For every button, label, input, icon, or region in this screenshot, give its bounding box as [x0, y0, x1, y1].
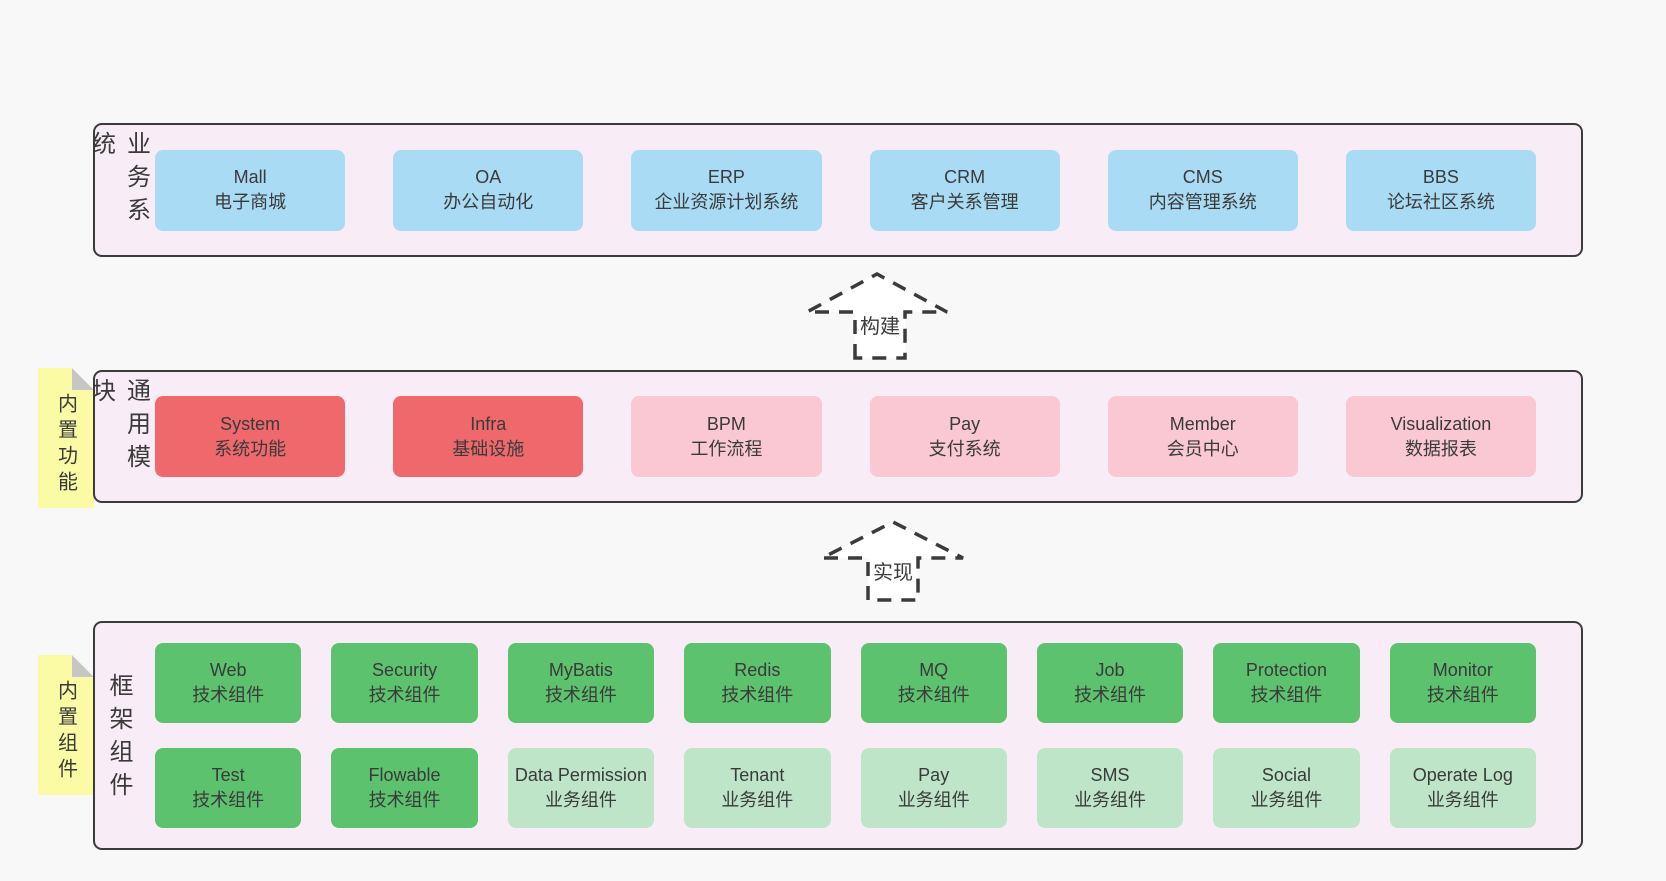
- note-built-in-components: 内置组件: [38, 655, 94, 795]
- box-social: Social 业务组件: [1213, 748, 1360, 828]
- business-systems-row: Mall 电子商城 OA 办公自动化 ERP 企业资源计划系统 CRM 客户关系…: [142, 125, 1581, 255]
- box-test: Test 技术组件: [155, 748, 302, 828]
- note-built-in-features-label: 内置功能: [54, 393, 77, 497]
- arrow-implement-label: 实现: [873, 562, 913, 584]
- arrow-implement: 实现: [817, 513, 968, 604]
- box-tenant: Tenant 业务组件: [684, 748, 831, 828]
- layer-business-systems-label: 业务系统: [87, 131, 150, 230]
- box-mybatis: MyBatis 技术组件: [507, 643, 655, 723]
- box-pay-module: Pay 支付系统: [869, 396, 1060, 477]
- block-arrow-up-icon: [821, 520, 964, 602]
- layer-common-modules: 通用模块 System 系统功能 Infra 基础设施 BPM 工作流程 Pay…: [87, 370, 1583, 503]
- note-built-in-components-label: 内置组件: [54, 680, 77, 784]
- box-sms: SMS 业务组件: [1036, 748, 1184, 828]
- box-infra: Infra 基础设施: [393, 396, 584, 477]
- framework-components-row-1: Web 技术组件 Security 技术组件 MyBatis 技术组件 Redi…: [142, 643, 1581, 723]
- box-job: Job 技术组件: [1036, 643, 1184, 723]
- box-oa: OA 办公自动化: [393, 149, 584, 231]
- box-operate-log: Operate Log 业务组件: [1389, 748, 1536, 828]
- box-mq: MQ 技术组件: [860, 643, 1007, 723]
- layer-framework-components: 框架组件 Web 技术组件 Security 技术组件 MyBatis 技术组件…: [93, 621, 1583, 850]
- box-system: System 系统功能: [155, 396, 346, 477]
- layer-business-systems: 业务系统 Mall 电子商城 OA 办公自动化 ERP 企业资源计划系统 CRM…: [87, 123, 1583, 257]
- box-web: Web 技术组件: [155, 643, 302, 723]
- box-pay-component: Pay 业务组件: [860, 748, 1007, 828]
- block-arrow-up-icon: [806, 272, 948, 360]
- common-modules-row: System 系统功能 Infra 基础设施 BPM 工作流程 Pay 支付系统…: [142, 372, 1581, 501]
- arrow-build-label: 构建: [860, 316, 900, 338]
- arrow-build: 构建: [802, 266, 952, 362]
- box-cms: CMS 内容管理系统: [1107, 149, 1298, 231]
- box-monitor: Monitor 技术组件: [1389, 643, 1536, 723]
- box-protection: Protection 技术组件: [1213, 643, 1360, 723]
- box-crm: CRM 客户关系管理: [869, 149, 1060, 231]
- layer-common-modules-label: 通用模块: [87, 378, 150, 477]
- box-visualization: Visualization 数据报表: [1345, 396, 1537, 477]
- note-built-in-features: 内置功能: [38, 368, 94, 508]
- box-data-permission: Data Permission 业务组件: [507, 748, 655, 828]
- box-mall: Mall 电子商城: [155, 149, 346, 231]
- box-security: Security 技术组件: [331, 643, 478, 723]
- box-redis: Redis 技术组件: [684, 643, 831, 723]
- box-member: Member 会员中心: [1107, 396, 1298, 477]
- box-bbs: BBS 论坛社区系统: [1345, 149, 1537, 231]
- framework-components-row-2: Test 技术组件 Flowable 技术组件 Data Permission …: [142, 748, 1581, 828]
- box-flowable: Flowable 技术组件: [331, 748, 478, 828]
- box-bpm: BPM 工作流程: [631, 396, 822, 477]
- box-erp: ERP 企业资源计划系统: [631, 149, 822, 231]
- layer-framework-components-label: 框架组件: [105, 672, 132, 805]
